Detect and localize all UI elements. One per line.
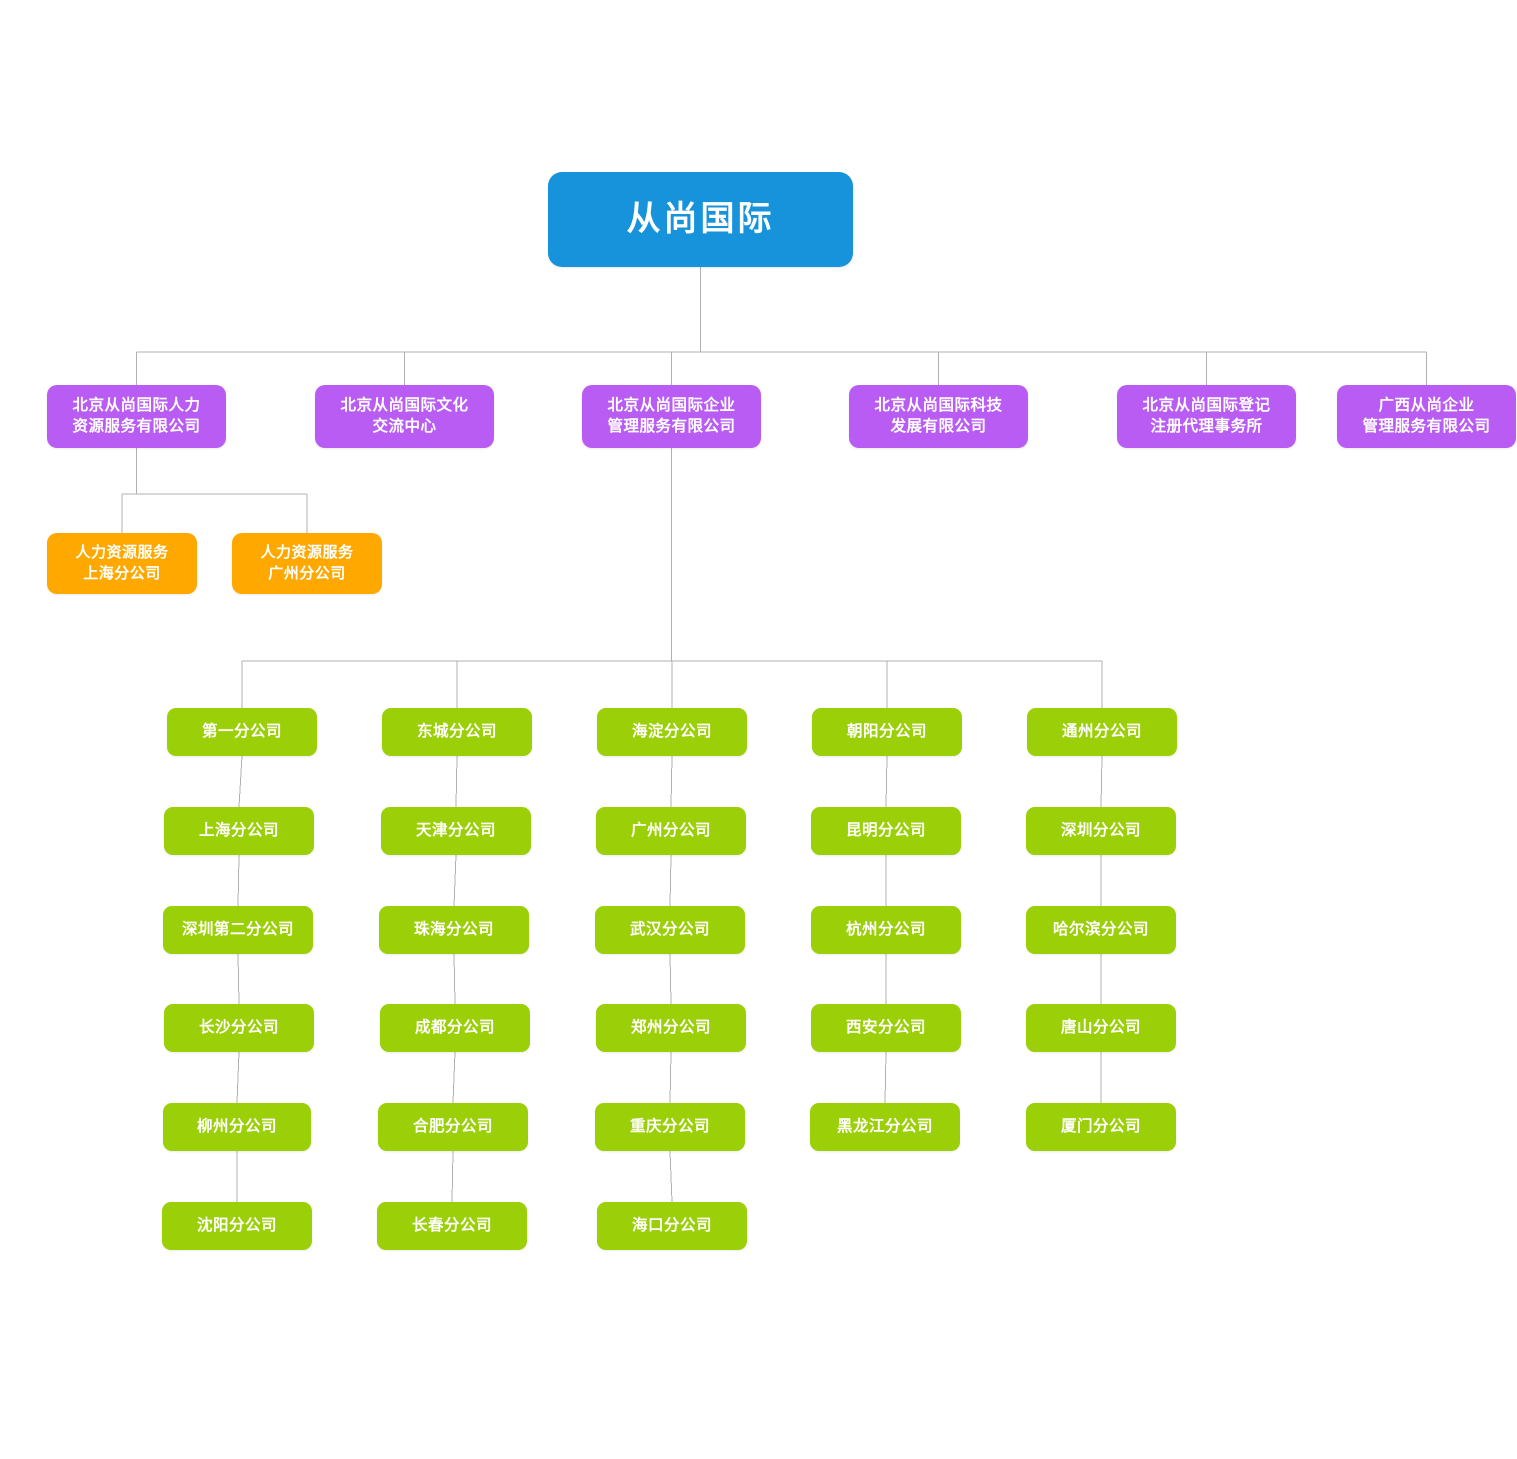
- root-node[interactable]: 从尚国际: [548, 172, 853, 267]
- division-node-4[interactable]: 北京从尚国际科技 发展有限公司: [849, 385, 1028, 448]
- branch-node-5-2[interactable]: 深圳分公司: [1026, 807, 1176, 855]
- branch-node-5-4[interactable]: 唐山分公司: [1026, 1004, 1176, 1052]
- division-node-1[interactable]: 北京从尚国际人力 资源服务有限公司: [47, 385, 226, 448]
- branch-node-3-3[interactable]: 武汉分公司: [595, 906, 745, 954]
- branch-node-4-3[interactable]: 杭州分公司: [811, 906, 961, 954]
- branch-chain-3-5: [669, 1150, 673, 1203]
- branch-node-2-4[interactable]: 成都分公司: [380, 1004, 530, 1052]
- branch-chain-1-3: [237, 953, 240, 1005]
- branch-node-1-1[interactable]: 第一分公司: [167, 708, 317, 756]
- branch-chain-2-4: [452, 1051, 456, 1104]
- branch-node-4-1[interactable]: 朝阳分公司: [812, 708, 962, 756]
- branch-node-3-5[interactable]: 重庆分公司: [595, 1103, 745, 1151]
- branch-node-1-5[interactable]: 柳州分公司: [163, 1103, 311, 1151]
- branch-node-5-1[interactable]: 通州分公司: [1027, 708, 1177, 756]
- branch-node-3-6[interactable]: 海口分公司: [597, 1202, 747, 1250]
- branch-chain-2-3: [453, 953, 456, 1005]
- division-node-6[interactable]: 广西从尚企业 管理服务有限公司: [1337, 385, 1516, 448]
- branch-node-5-3[interactable]: 哈尔滨分公司: [1026, 906, 1176, 954]
- branch-node-2-5[interactable]: 合肥分公司: [378, 1103, 528, 1151]
- branch-node-2-6[interactable]: 长春分公司: [377, 1202, 527, 1250]
- branch-chain-4-4: [884, 1051, 887, 1104]
- branch-node-2-2[interactable]: 天津分公司: [381, 807, 531, 855]
- division-node-5[interactable]: 北京从尚国际登记 注册代理事务所: [1117, 385, 1296, 448]
- branch-node-2-1[interactable]: 东城分公司: [382, 708, 532, 756]
- branch-chain-5-1: [1100, 755, 1103, 808]
- branch-chain-3-2: [669, 854, 672, 907]
- branch-node-3-4[interactable]: 郑州分公司: [596, 1004, 746, 1052]
- branch-node-1-6[interactable]: 沈阳分公司: [162, 1202, 312, 1250]
- branch-chain-3-3: [669, 953, 672, 1005]
- branch-node-3-2[interactable]: 广州分公司: [596, 807, 746, 855]
- branch-node-2-3[interactable]: 珠海分公司: [379, 906, 529, 954]
- branch-chain-2-5: [451, 1150, 454, 1203]
- branch-chain-4-1: [885, 755, 888, 808]
- branch-chain-1-1: [238, 755, 243, 808]
- branch-chain-1-4: [236, 1051, 240, 1104]
- branch-node-1-3[interactable]: 深圳第二分公司: [163, 906, 313, 954]
- branch-chain-2-2: [453, 854, 457, 907]
- branch-node-3-1[interactable]: 海淀分公司: [597, 708, 747, 756]
- branch-node-4-2[interactable]: 昆明分公司: [811, 807, 961, 855]
- branch-node-4-5[interactable]: 黑龙江分公司: [810, 1103, 960, 1151]
- division-node-3[interactable]: 北京从尚国际企业 管理服务有限公司: [582, 385, 761, 448]
- branch-node-1-2[interactable]: 上海分公司: [164, 807, 314, 855]
- branch-chain-3-1: [670, 755, 673, 808]
- division-node-2[interactable]: 北京从尚国际文化 交流中心: [315, 385, 494, 448]
- subsidiary-node-2[interactable]: 人力资源服务 广州分公司: [232, 533, 382, 594]
- branch-node-5-5[interactable]: 厦门分公司: [1026, 1103, 1176, 1151]
- branch-chain-1-2: [237, 854, 240, 907]
- branch-node-4-4[interactable]: 西安分公司: [811, 1004, 961, 1052]
- subsidiary-node-1[interactable]: 人力资源服务 上海分公司: [47, 533, 197, 594]
- branch-chain-2-1: [455, 755, 458, 808]
- branch-chain-3-4: [669, 1051, 672, 1104]
- branch-node-1-4[interactable]: 长沙分公司: [164, 1004, 314, 1052]
